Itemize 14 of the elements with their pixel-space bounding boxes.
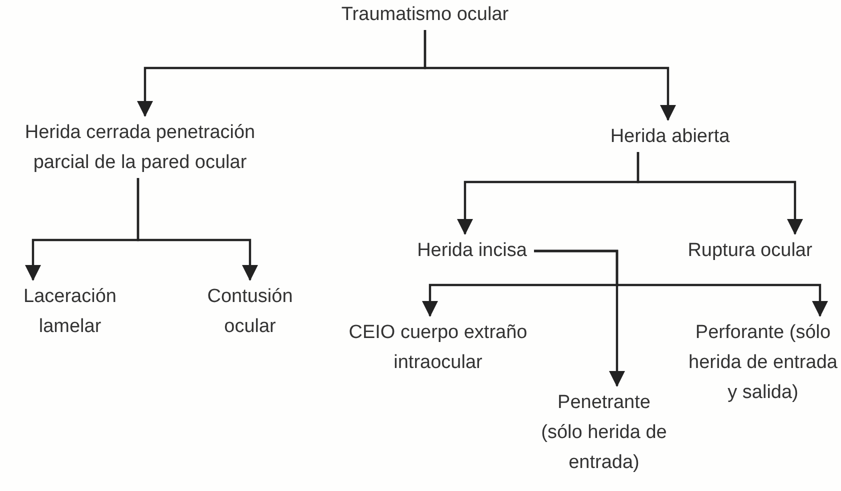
node-label: Traumatismo ocular xyxy=(340,3,510,27)
node-label: Herida abierta xyxy=(609,125,731,149)
node-label: Perforante (sólo herida de entrada y salida) xyxy=(688,321,838,405)
node-label: CEIO cuerpo extraño intraocular xyxy=(348,321,528,375)
arrow xyxy=(636,152,803,235)
arrow xyxy=(534,250,828,317)
node-label: Ruptura ocular xyxy=(686,239,814,263)
arrow xyxy=(136,178,258,281)
node-label: Herida cerrada penetración parcial de la pared ocular xyxy=(24,121,256,175)
node-label: Penetrante (sólo herida de entrada) xyxy=(540,391,668,475)
node-label: Laceración lamelar xyxy=(22,285,118,339)
node-label: Herida incisa xyxy=(416,239,528,263)
arrow xyxy=(424,30,676,121)
node-label: Contusión ocular xyxy=(206,285,294,339)
